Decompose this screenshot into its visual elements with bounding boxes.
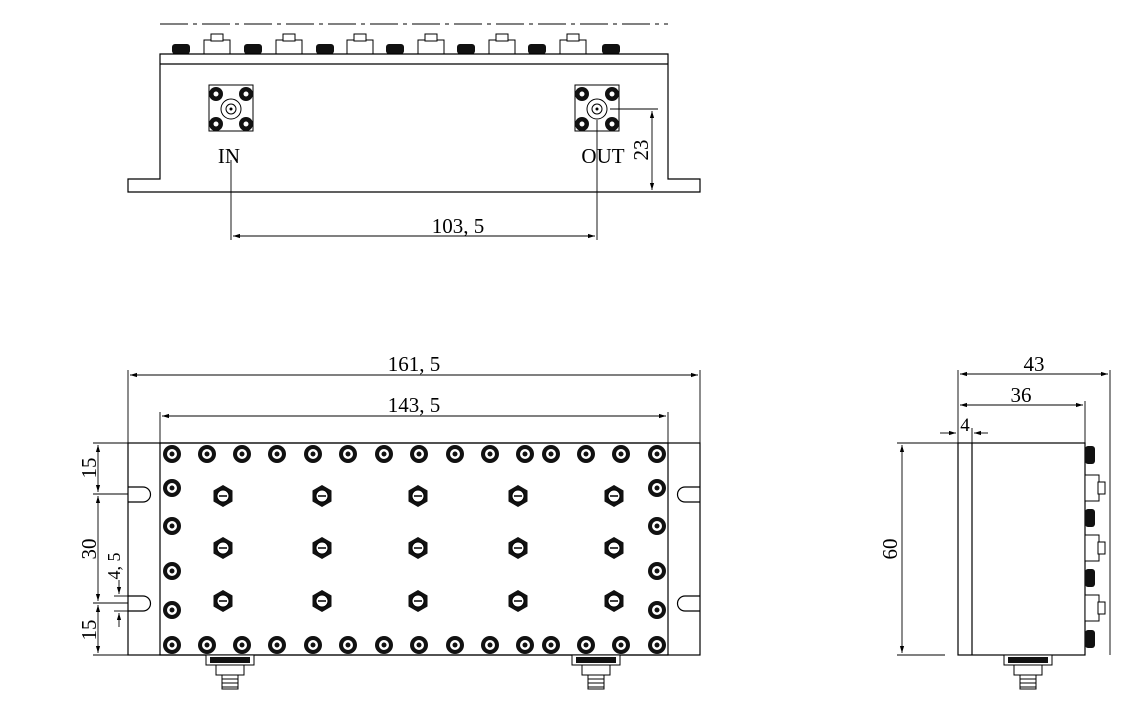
dim-port-height: 23 — [629, 140, 653, 161]
perimeter-screw-icon — [516, 445, 534, 463]
dim-flange-thickness: 4 — [960, 415, 970, 436]
top-body-outline — [127, 53, 701, 193]
perimeter-screw-icon — [446, 445, 464, 463]
perimeter-screw-icon — [481, 636, 499, 654]
side-body-outline — [957, 442, 1086, 656]
perimeter-screw-icon — [542, 445, 560, 463]
perimeter-screw-icon — [516, 636, 534, 654]
perimeter-screw-icon — [648, 562, 666, 580]
perimeter-screw-icon — [648, 601, 666, 619]
perimeter-screw-icon — [233, 636, 251, 654]
dim-edge-bottom: 15 — [77, 620, 101, 641]
dim-overall-depth: 43 — [1024, 352, 1045, 376]
perimeter-screw-icon — [612, 636, 630, 654]
perimeter-screw-icon — [163, 517, 181, 535]
perimeter-screw-icon — [198, 636, 216, 654]
perimeter-screw-icon — [163, 479, 181, 497]
top-view: IN OUT 103, 5 23 — [127, 23, 701, 240]
dim-overall-length: 161, 5 — [388, 352, 441, 376]
tuning-screw-icon — [508, 590, 528, 612]
tuning-screw-icon — [604, 485, 624, 507]
tuning-screw-icon — [508, 537, 528, 559]
dim-port-spacing: 103, 5 — [432, 214, 485, 238]
perimeter-screw-icon — [163, 636, 181, 654]
side-tuning-screws — [1084, 446, 1106, 648]
tuning-screw-icon — [604, 590, 624, 612]
front-view: 161, 5 143, 5 15 30 15 4, 5 — [77, 352, 701, 690]
tuning-screw-icon — [312, 590, 332, 612]
tuning-screw-icon — [213, 590, 233, 612]
tuning-screw-icon — [408, 590, 428, 612]
tuning-screw-icon — [408, 537, 428, 559]
perimeter-screw-icon — [268, 445, 286, 463]
perimeter-screw-icon — [446, 636, 464, 654]
perimeter-screw-icon — [268, 636, 286, 654]
perimeter-screw-icon — [648, 479, 666, 497]
in-connector-icon — [208, 84, 254, 132]
side-connector-icon — [1003, 654, 1053, 690]
tuning-screw-icon — [604, 537, 624, 559]
side-view: 43 36 4 60 — [878, 352, 1111, 690]
perimeter-screw-icon — [163, 601, 181, 619]
tuning-screw-icon — [408, 485, 428, 507]
perimeter-screw-icon — [648, 636, 666, 654]
tuning-screw-icon — [312, 537, 332, 559]
tuning-screw-icon — [213, 537, 233, 559]
bottom-in-connector-icon — [205, 654, 255, 690]
perimeter-screw-icon — [542, 636, 560, 654]
perimeter-screw-icon — [339, 636, 357, 654]
perimeter-screw-icon — [410, 445, 428, 463]
tuning-screw-icon — [213, 485, 233, 507]
perimeter-screw-icon — [233, 445, 251, 463]
perimeter-screw-icon — [339, 445, 357, 463]
front-body-outline — [159, 442, 669, 656]
top-tuning-screws — [172, 33, 620, 55]
in-port-label: IN — [218, 144, 240, 168]
dim-body-length: 143, 5 — [388, 393, 441, 417]
dim-slot-pitch: 30 — [77, 539, 101, 560]
dim-edge-top: 15 — [77, 458, 101, 479]
tuning-screws — [213, 485, 624, 612]
perimeter-screw-icon — [198, 445, 216, 463]
perimeter-screw-icon — [481, 445, 499, 463]
perimeter-screw-icon — [648, 445, 666, 463]
perimeter-screw-icon — [304, 636, 322, 654]
perimeter-screw-icon — [375, 445, 393, 463]
perimeter-screw-icon — [612, 445, 630, 463]
perimeter-screw-icon — [375, 636, 393, 654]
perimeter-screw-icon — [304, 445, 322, 463]
perimeter-screw-icon — [163, 562, 181, 580]
dim-body-depth: 36 — [1011, 383, 1032, 407]
perimeter-screw-icon — [577, 636, 595, 654]
perimeter-screw-icon — [648, 517, 666, 535]
mounting-slots — [128, 486, 700, 612]
perimeter-screw-icon — [163, 445, 181, 463]
perimeter-screw-icon — [410, 636, 428, 654]
perimeter-screws — [163, 445, 666, 654]
tuning-screw-icon — [312, 485, 332, 507]
dim-slot-width: 4, 5 — [104, 553, 124, 580]
tuning-screw-icon — [508, 485, 528, 507]
bottom-out-connector-icon — [571, 654, 621, 690]
perimeter-screw-icon — [577, 445, 595, 463]
dim-height: 60 — [878, 539, 902, 560]
out-port-label: OUT — [581, 144, 624, 168]
